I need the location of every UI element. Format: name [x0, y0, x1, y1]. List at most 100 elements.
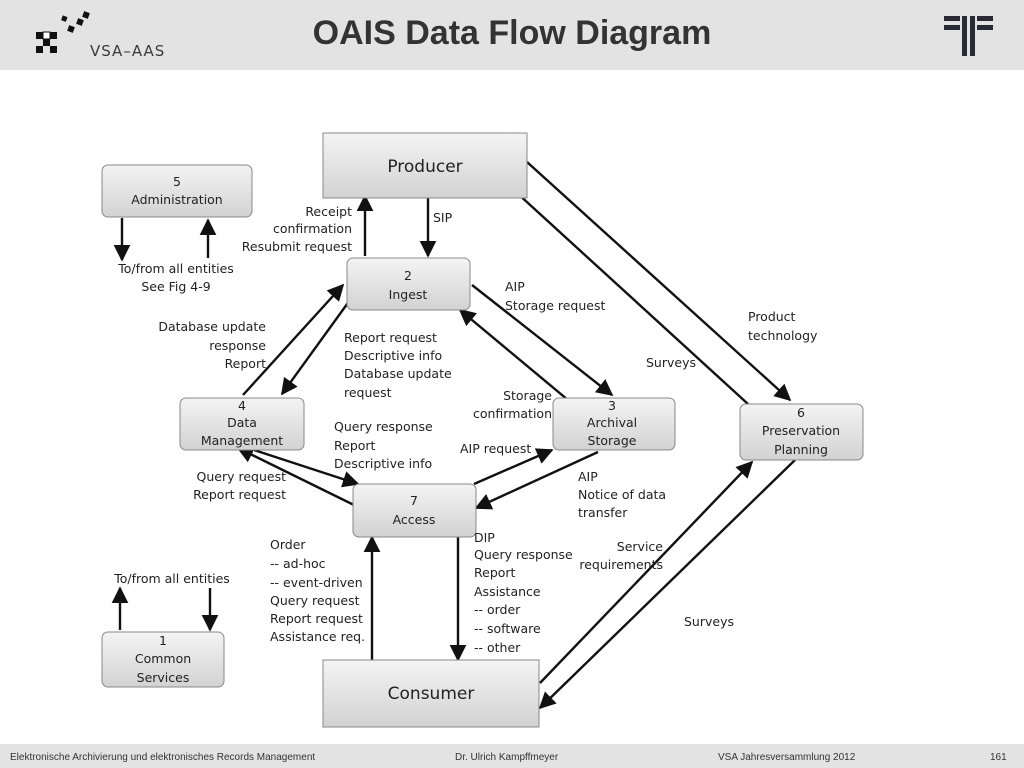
ingest-box: 2 Ingest	[346, 257, 471, 311]
label-to-from-all: To/from all entities	[113, 571, 230, 586]
flow-labels: Receipt confirmation Resubmit request SI…	[113, 204, 818, 655]
data-management-box: 4 Data Management	[179, 397, 305, 451]
label-dip-3: Report	[474, 565, 516, 580]
preservation-label-2: Planning	[774, 442, 828, 457]
common-services-number: 1	[159, 633, 167, 648]
consumer-label: Consumer	[388, 684, 475, 704]
archival-storage-number: 3	[608, 398, 616, 413]
label-report-request: Report request	[193, 487, 286, 502]
archival-storage-label-2: Storage	[588, 433, 637, 448]
label-query-response-3: Descriptive info	[334, 456, 432, 471]
ff-logo-icon	[944, 16, 993, 56]
archival-storage-label-1: Archival	[587, 415, 637, 430]
label-to-from-fig-1: To/from all entities	[117, 261, 234, 276]
arrow-dm-to-ingest	[242, 283, 345, 396]
arrow-access-to-storage	[473, 448, 554, 486]
arrow-dm-to-access	[253, 448, 360, 488]
access-number: 7	[410, 493, 418, 508]
label-order-5: Report request	[270, 611, 363, 626]
label-aip-request: AIP request	[460, 441, 531, 456]
flow-arrows	[111, 161, 796, 710]
slide-footer: Elektronische Archivierung und elektroni…	[0, 744, 1024, 768]
preservation-number: 6	[797, 405, 805, 420]
logo-text: VSA–AAS	[90, 42, 166, 60]
label-technology: technology	[748, 328, 818, 343]
label-query-request: Query request	[197, 469, 287, 484]
label-dip-2: Query response	[474, 547, 573, 562]
label-db-update-2: response	[209, 338, 266, 353]
label-dip-7: -- other	[474, 640, 521, 655]
label-storage-request: Storage request	[505, 298, 605, 313]
label-dip-1: DIP	[474, 530, 495, 545]
arrow-producer-to-preservation	[526, 161, 792, 402]
label-order-4: Query request	[270, 593, 360, 608]
administration-number: 5	[173, 174, 181, 189]
producer-label: Producer	[387, 157, 462, 177]
slide-title: OAIS Data Flow Diagram	[312, 14, 712, 52]
arrow-storage-to-ingest	[458, 308, 569, 401]
label-order-6: Assistance req.	[270, 629, 365, 644]
producer-box: Producer	[322, 132, 528, 199]
arrow-ingest-to-dm	[281, 299, 351, 396]
ingest-number: 2	[404, 268, 412, 283]
label-report-request-1: Report request	[344, 330, 437, 345]
footer-left: Elektronische Archivierung und elektroni…	[10, 752, 316, 763]
label-receipt-1: Receipt	[305, 204, 352, 219]
arrow-consumer-to-preservation	[539, 460, 754, 684]
data-management-label-1: Data	[227, 415, 257, 430]
label-order-2: -- ad-hoc	[270, 556, 326, 571]
data-management-label-2: Management	[201, 433, 283, 448]
label-order-1: Order	[270, 537, 306, 552]
label-surveys-bottom: Surveys	[684, 614, 734, 629]
arrow-access-to-dm	[236, 446, 357, 508]
label-aip: AIP	[505, 279, 525, 294]
common-services-label-1: Common	[135, 651, 191, 666]
arrow-preservation-to-consumer	[538, 459, 796, 710]
label-query-response-2: Report	[334, 438, 376, 453]
common-services-box: 1 Common Services	[101, 631, 225, 688]
label-aip-notice-1: AIP	[578, 469, 598, 484]
vsa-aas-logo-icon	[36, 11, 90, 53]
ingest-label: Ingest	[389, 287, 428, 302]
footer-center: Dr. Ulrich Kampffmeyer	[455, 752, 559, 763]
arrow-preservation-to-producer	[503, 180, 749, 405]
label-report-request-4: request	[344, 385, 392, 400]
label-service-1: Service	[617, 539, 664, 554]
archival-storage-box: 3 Archival Storage	[552, 397, 676, 451]
footer-right: VSA Jahresversammlung 2012	[718, 752, 856, 763]
preservation-label-1: Preservation	[762, 423, 840, 438]
label-dip-6: -- software	[474, 621, 541, 636]
page-number: 161	[990, 752, 1007, 763]
data-management-number: 4	[238, 398, 246, 413]
administration-box: 5 Administration	[101, 164, 253, 218]
label-surveys-top: Surveys	[646, 355, 696, 370]
label-query-response-1: Query response	[334, 419, 433, 434]
arrow-storage-to-access	[474, 450, 599, 510]
label-aip-notice-2: Notice of data	[578, 487, 666, 502]
label-receipt-2: confirmation	[273, 221, 352, 236]
label-storage-2: confirmation	[473, 406, 552, 421]
label-service-2: requirements	[579, 557, 663, 572]
label-report-request-2: Descriptive info	[344, 348, 442, 363]
access-box: 7 Access	[352, 483, 477, 538]
access-label: Access	[393, 512, 436, 527]
label-dip-5: -- order	[474, 602, 521, 617]
consumer-box: Consumer	[322, 659, 540, 728]
label-sip: SIP	[433, 210, 453, 225]
label-product: Product	[748, 309, 796, 324]
label-db-update-1: Database update	[158, 319, 266, 334]
preservation-planning-box: 6 Preservation Planning	[739, 403, 864, 461]
administration-label: Administration	[131, 192, 222, 207]
label-report-request-3: Database update	[344, 366, 452, 381]
arrow-ingest-to-storage	[471, 284, 614, 397]
common-services-label-2: Services	[137, 670, 190, 685]
label-storage-1: Storage	[503, 388, 552, 403]
label-dip-4: Assistance	[474, 584, 541, 599]
slide-header: OAIS Data Flow Diagram VSA–AAS	[0, 0, 1024, 70]
label-aip-notice-3: transfer	[578, 505, 628, 520]
label-db-update-3: Report	[225, 356, 267, 371]
label-order-3: -- event-driven	[270, 575, 363, 590]
label-to-from-fig-2: See Fig 4-9	[141, 279, 210, 294]
label-receipt-3: Resubmit request	[242, 239, 352, 254]
